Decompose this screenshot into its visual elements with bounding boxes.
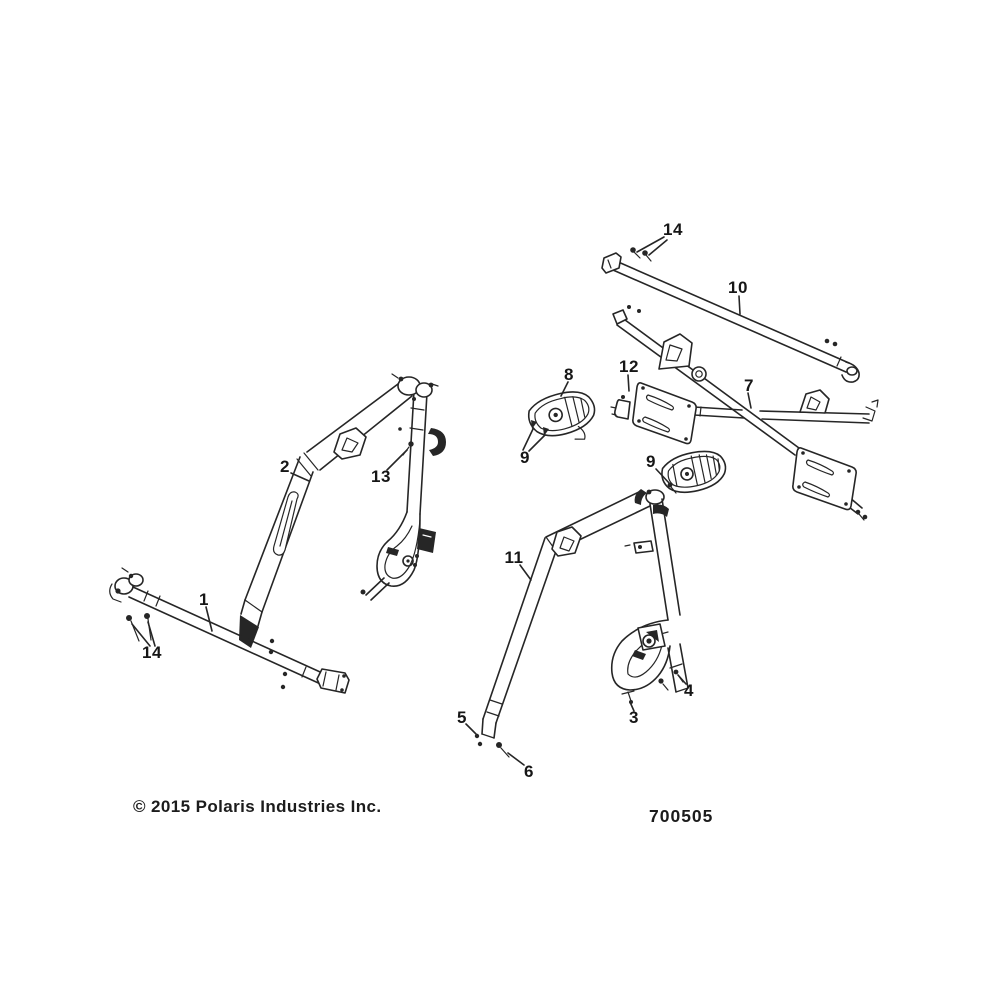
callout-6: 6 <box>524 762 534 781</box>
callout-12: 12 <box>619 357 639 376</box>
callout-1: 1 <box>199 590 209 609</box>
callout-14: 14 <box>142 643 162 662</box>
part-cab-frame-left <box>239 373 446 655</box>
part-rear-top-bar <box>601 247 860 383</box>
callout-2: 2 <box>280 457 290 476</box>
part-cab-frame-right <box>474 489 689 758</box>
callout-13: 13 <box>371 467 391 486</box>
part-mirror-left-screws <box>531 420 549 436</box>
callout-4: 4 <box>684 681 694 700</box>
callout-leader-lines <box>131 236 752 766</box>
part-intrusion-bar-assembly <box>612 305 879 521</box>
callout-8: 8 <box>564 365 574 384</box>
callout-7: 7 <box>744 376 754 395</box>
callout-10: 10 <box>728 278 748 297</box>
callout-14: 14 <box>663 220 683 239</box>
diagram-number-text: 700505 <box>649 806 714 826</box>
part-mount-plate-left <box>610 382 697 445</box>
callout-11: 11 <box>504 548 524 567</box>
callout-5: 5 <box>457 708 467 727</box>
callout-9: 9 <box>646 452 656 471</box>
part-mount-plate-right <box>792 447 857 511</box>
part-mirror-right <box>661 450 727 494</box>
callout-9: 9 <box>520 448 530 467</box>
part-front-crossbar <box>109 567 350 694</box>
part-mirror-left <box>527 391 596 440</box>
callout-3: 3 <box>629 708 639 727</box>
copyright-text: © 2015 Polaris Industries Inc. <box>133 797 382 816</box>
